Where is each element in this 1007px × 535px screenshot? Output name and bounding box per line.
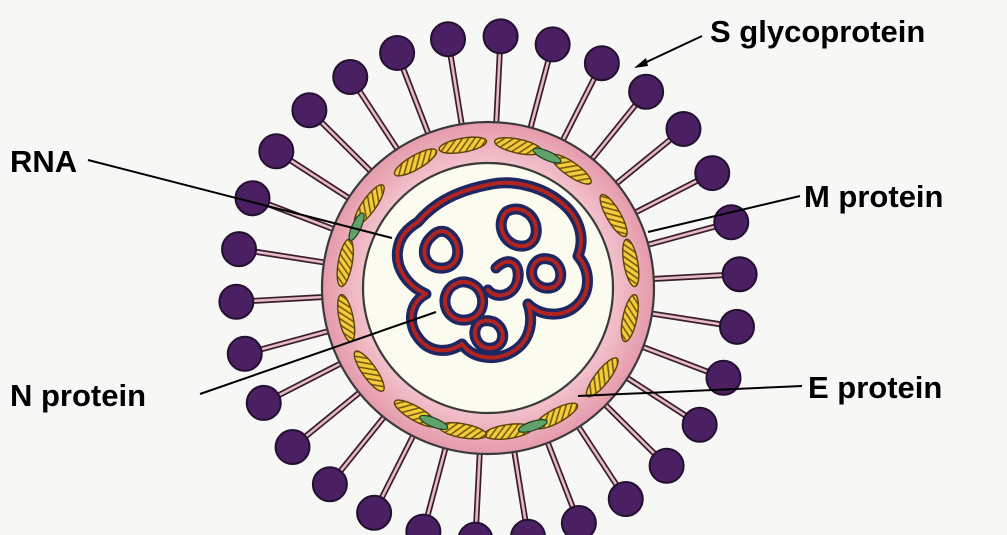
s-glycoprotein-spike: [247, 361, 346, 420]
m-protein-label: M protein: [804, 181, 944, 212]
s-glycoprotein-spike: [646, 310, 754, 344]
s-glycoprotein-spike: [313, 413, 388, 502]
n-protein-label: N protein: [10, 380, 146, 411]
s-glycoprotein-spike: [222, 232, 330, 266]
e-protein-label: E protein: [808, 372, 942, 403]
s-glycoprotein-spike: [560, 46, 619, 145]
s-glycoprotein-spike: [406, 443, 447, 535]
s-glycoprotein-spike: [630, 156, 729, 215]
s-glycoprotein-spike: [458, 448, 492, 535]
s-glycoprotein-spike: [236, 181, 339, 231]
s-glycoprotein-spike: [276, 389, 364, 464]
s-glycoprotein-spike: [648, 257, 757, 291]
rna-label: RNA: [10, 146, 77, 177]
s-glycoprotein-spike: [546, 437, 596, 535]
s-glycoprotein-spike: [219, 285, 328, 319]
s-glycoprotein-label: S glycoprotein: [710, 16, 925, 47]
s-glycoprotein-spike: [484, 19, 518, 128]
s-glycoprotein-leader: [638, 36, 702, 66]
s-glycoprotein-spike: [292, 93, 374, 175]
s-glycoprotein-spike: [612, 112, 700, 187]
s-glycoprotein-spike: [588, 75, 663, 164]
s-glycoprotein-spike: [431, 22, 465, 130]
s-glycoprotein-spike: [357, 431, 416, 530]
s-glycoprotein-arrowhead: [634, 58, 648, 68]
s-glycoprotein-spike: [228, 330, 334, 371]
s-glycoprotein-spike: [638, 345, 741, 395]
s-glycoprotein-spike: [511, 446, 545, 535]
s-glycoprotein-spike: [380, 36, 430, 139]
s-glycoprotein-spike: [529, 27, 570, 133]
s-glycoprotein-spike: [601, 401, 683, 483]
